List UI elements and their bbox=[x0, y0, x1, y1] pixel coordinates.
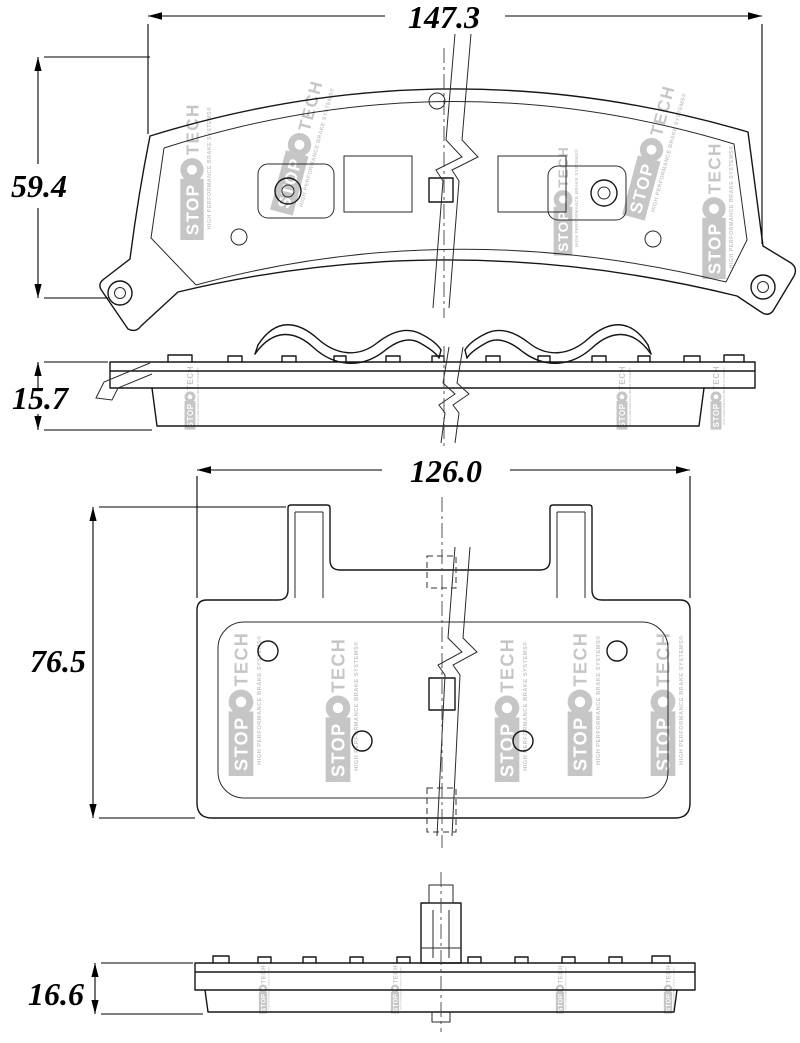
clip-right bbox=[464, 324, 652, 364]
ear-hole-left-inner bbox=[114, 287, 126, 299]
pad2-outline bbox=[196, 504, 691, 819]
arrowhead-right bbox=[676, 466, 690, 474]
pad1-inner-contour bbox=[150, 100, 748, 286]
dimension-126-0: 126.0 bbox=[196, 453, 691, 598]
extension-lines bbox=[44, 361, 152, 431]
dimension-59-4: 59.4 bbox=[11, 56, 150, 299]
hidden-bottom-tab bbox=[426, 787, 457, 833]
post-inner-lines bbox=[294, 511, 586, 598]
dim-value-pad2-thickness: 16.6 bbox=[28, 976, 84, 1012]
break-line bbox=[448, 33, 479, 309]
dimension-147-3: 147.3 bbox=[147, 0, 763, 244]
extension-lines bbox=[147, 24, 763, 244]
stoptech-watermark-instance bbox=[325, 637, 360, 782]
rivet-hole bbox=[512, 730, 534, 752]
break-line bbox=[451, 546, 478, 837]
rivet-boss-right bbox=[547, 165, 627, 221]
ear-hole-right-inner bbox=[757, 281, 769, 293]
center-lug bbox=[428, 177, 454, 203]
break-line bbox=[432, 33, 463, 309]
ear-hole-left bbox=[107, 280, 133, 306]
stoptech-watermark-instance bbox=[180, 103, 213, 241]
view-flat-pad-side bbox=[194, 872, 696, 1032]
backing-plate-side bbox=[109, 361, 756, 389]
clip-left bbox=[254, 324, 442, 364]
stoptech-watermark-instance bbox=[494, 637, 529, 782]
extension-lines bbox=[99, 506, 286, 819]
rivet-hole-left-inner bbox=[281, 184, 295, 198]
arrowhead-bottom bbox=[34, 284, 42, 298]
dim-value-pad1-width: 147.3 bbox=[408, 0, 480, 35]
stoptech-watermark-instance bbox=[622, 82, 689, 223]
dimension-15-7: 15.7 bbox=[12, 361, 152, 431]
small-hole-right bbox=[644, 230, 662, 248]
arrowhead-bottom bbox=[34, 416, 42, 430]
ear-hole-right bbox=[750, 274, 776, 300]
rivet-hole-right-inner bbox=[597, 186, 611, 200]
arrowhead-bottom bbox=[89, 804, 97, 818]
rivet-boss-left bbox=[257, 163, 335, 219]
dim-value-pad1-height: 59.4 bbox=[11, 168, 67, 204]
stoptech-watermark-instance bbox=[184, 365, 200, 430]
hidden-top-tab bbox=[426, 555, 457, 589]
view-flat-pad-front bbox=[196, 497, 691, 848]
rivet-hole-left bbox=[274, 177, 302, 205]
dimension-16-6: 16.6 bbox=[28, 962, 203, 1015]
center-post-detail bbox=[421, 910, 461, 958]
arrowhead-right bbox=[748, 12, 762, 20]
friction-material-side bbox=[151, 387, 705, 427]
rivet-hole bbox=[606, 640, 628, 662]
arrowhead-top bbox=[34, 362, 42, 376]
pad2-friction-contour bbox=[217, 621, 669, 799]
view-curved-pad-side bbox=[95, 346, 756, 446]
dimension-76-5: 76.5 bbox=[30, 506, 286, 819]
extension-lines bbox=[101, 962, 203, 1015]
center-slot-right bbox=[497, 155, 567, 213]
shim-tabs bbox=[167, 354, 745, 363]
arrowhead-top bbox=[34, 57, 42, 71]
arrowhead-left bbox=[197, 466, 211, 474]
rivet-hole bbox=[351, 730, 373, 752]
dim-value-pad1-thickness: 15.7 bbox=[12, 380, 70, 416]
arrowhead-bottom bbox=[91, 1000, 99, 1014]
arrowhead-top bbox=[91, 963, 99, 977]
arrowhead-top bbox=[89, 507, 97, 521]
stoptech-watermark-instance bbox=[710, 365, 726, 430]
arrowhead-left bbox=[148, 12, 162, 20]
extension-lines bbox=[44, 56, 150, 299]
stoptech-watermark-instance bbox=[702, 142, 735, 279]
dim-value-pad2-width: 126.0 bbox=[410, 453, 482, 489]
rivet-hole bbox=[257, 640, 279, 662]
top-hole bbox=[428, 92, 446, 110]
stoptech-watermark-instance bbox=[616, 365, 632, 430]
shim-tabs bbox=[212, 955, 671, 964]
dim-value-pad2-height: 76.5 bbox=[30, 643, 86, 679]
view-curved-pad-front bbox=[99, 33, 797, 332]
break-line bbox=[436, 546, 463, 837]
watermark-layer bbox=[180, 77, 735, 1014]
rivet-hole-right bbox=[590, 179, 618, 207]
stoptech-watermark-instance bbox=[567, 631, 602, 776]
backing-plate-side bbox=[194, 962, 696, 991]
small-hole-left bbox=[230, 228, 248, 246]
left-ear-flange-side bbox=[95, 362, 153, 401]
extension-lines bbox=[196, 476, 691, 598]
pad1-outline bbox=[99, 88, 797, 332]
break-line bbox=[452, 346, 470, 444]
stoptech-watermark-instance bbox=[270, 77, 337, 218]
center-slot-left bbox=[343, 155, 413, 213]
